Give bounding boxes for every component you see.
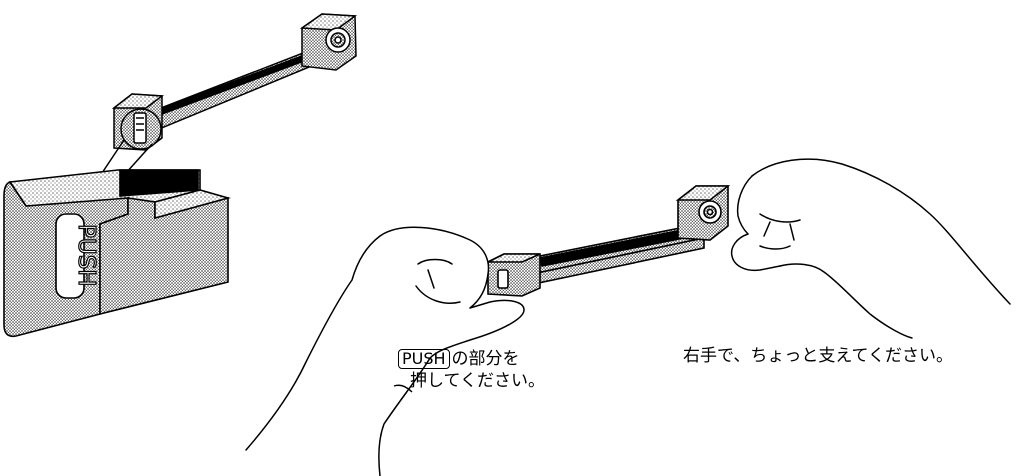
housing-box bbox=[3, 169, 231, 338]
push-tab-label: PUSH bbox=[73, 224, 99, 287]
push-word-box: PUSH bbox=[398, 349, 450, 369]
caption-line2: 押してください。 bbox=[410, 371, 545, 391]
cartridge-top bbox=[111, 13, 358, 151]
cartridge-held bbox=[487, 185, 731, 297]
caption-leaders bbox=[393, 384, 413, 393]
caption-line1-rest: の部分を bbox=[451, 349, 520, 369]
left-hand bbox=[245, 226, 525, 476]
right-hand bbox=[730, 158, 1011, 339]
caption-support-instruction: 右手で、ちょっと支えてください。 bbox=[683, 346, 953, 366]
